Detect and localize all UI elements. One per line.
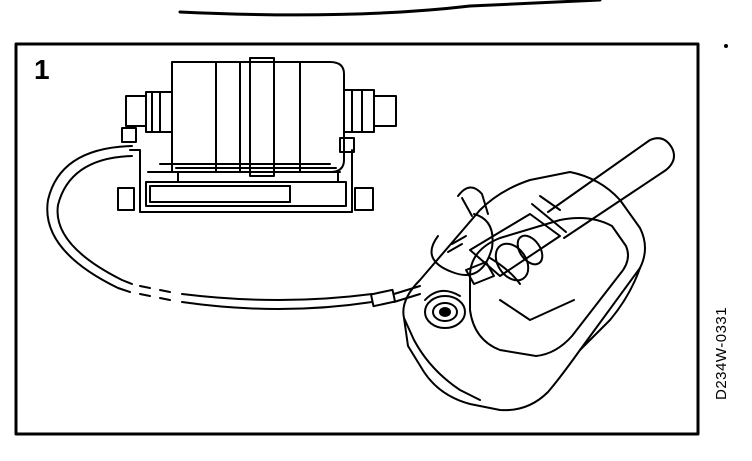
- figure-frame: [14, 42, 700, 436]
- figure-number: 1: [34, 54, 50, 85]
- fuel-pump-assembly: [117, 57, 397, 213]
- fuel-hose: [46, 145, 421, 310]
- fuel-canister: [402, 137, 675, 412]
- figure-code: D234W-0331: [713, 306, 730, 400]
- top-edge-curve: [178, 0, 602, 17]
- frame-dot: [724, 44, 728, 48]
